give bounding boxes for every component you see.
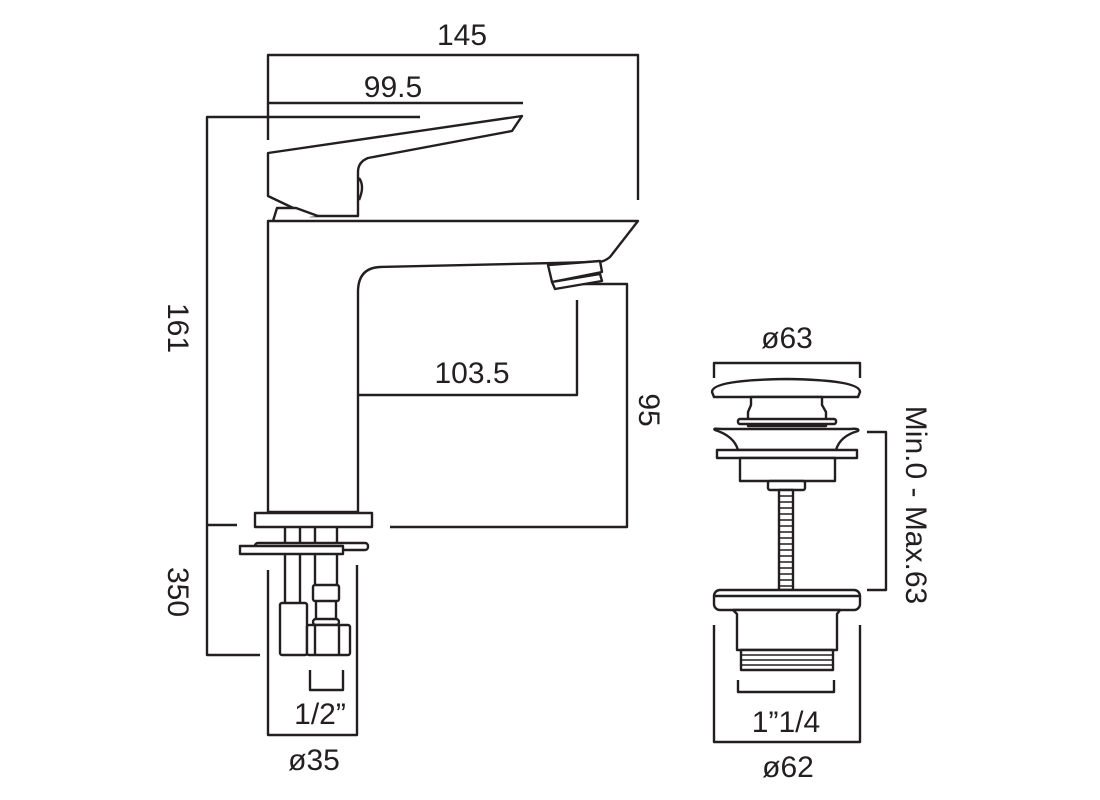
tail-collar xyxy=(311,583,341,603)
dim-145-line xyxy=(266,53,640,200)
click-clack-waste: ø63 Min.0 - Max.63 1”1/4 ø62 xyxy=(710,322,932,784)
waste-flange xyxy=(713,427,860,452)
dim-thread-bracket xyxy=(736,680,836,694)
basin-mixer-tap: 145 99.5 103.5 161 350 95 1/2” ø35 xyxy=(161,19,665,777)
dimension-lines-tap xyxy=(205,53,640,737)
dim-label-half-inch: 1/2” xyxy=(294,698,346,731)
waste-body-upper xyxy=(738,456,837,483)
dim-label-103-5: 103.5 xyxy=(434,357,509,390)
dim-95-line xyxy=(390,282,629,529)
dim-label-145: 145 xyxy=(437,19,487,52)
dim-label-thread: 1”1/4 xyxy=(752,706,820,739)
threaded-tail xyxy=(313,554,339,585)
flexible-hose xyxy=(283,554,302,603)
aerator-bottom xyxy=(550,272,604,291)
dim-label-62: ø62 xyxy=(762,751,814,784)
dim-63-bracket xyxy=(712,361,862,378)
dim-label-99-5: 99.5 xyxy=(364,71,422,104)
dim-label-range: Min.0 - Max.63 xyxy=(899,406,932,604)
waste-cap xyxy=(710,377,862,399)
tail-stem xyxy=(314,601,338,620)
dim-62-line xyxy=(712,625,862,744)
dim-161-350-line xyxy=(205,115,420,657)
base-plate xyxy=(253,511,374,529)
thread-lines xyxy=(741,654,833,666)
dim-label-161: 161 xyxy=(161,303,194,353)
hose-end-block xyxy=(278,601,309,657)
dim-label-35: ø35 xyxy=(288,744,340,777)
lever-handle xyxy=(266,114,524,218)
waste-body-lower xyxy=(731,608,842,652)
waste-base-flange xyxy=(712,588,862,612)
dim-35-line xyxy=(266,565,359,737)
dim-label-63: ø63 xyxy=(761,322,813,355)
rod-thread-hatching xyxy=(779,495,793,587)
dim-range-bracket xyxy=(867,430,888,592)
compression-nut xyxy=(305,623,352,657)
aerator-top xyxy=(546,259,604,284)
waste-rod-collar xyxy=(766,479,807,492)
handle-pivot xyxy=(357,177,364,201)
waste-threaded-rod xyxy=(777,488,795,592)
nut-facets xyxy=(313,625,341,655)
dim-half-inch-bracket xyxy=(308,670,345,692)
dim-label-95: 95 xyxy=(632,393,665,426)
fixing-plate xyxy=(238,544,345,556)
handle-base xyxy=(271,206,319,222)
waste-seal xyxy=(736,417,838,426)
dim-label-350: 350 xyxy=(161,567,194,617)
